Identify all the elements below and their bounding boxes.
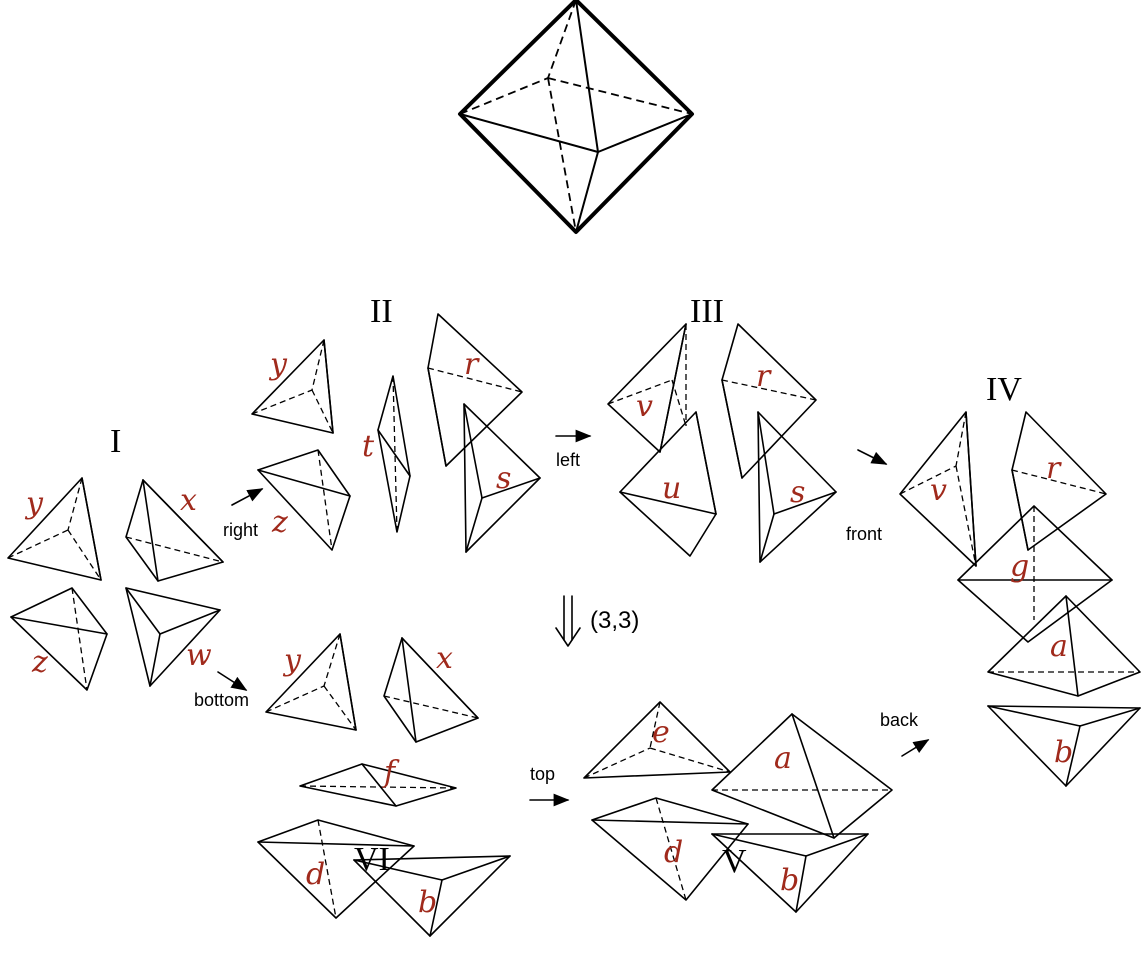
label-III-r: r [756, 359, 772, 394]
piece-V-a: a [711, 713, 893, 839]
stage-III: III v r u s [607, 293, 837, 563]
label-VI-x: x [436, 641, 453, 676]
piece-V-b: b [711, 833, 869, 913]
label-VI-y: y [282, 643, 302, 678]
stage-IV: IV v r g a b [899, 371, 1141, 787]
label-IV-g: g [1010, 549, 1029, 584]
piece-IV-r: r [1011, 411, 1107, 551]
label-V-a: a [774, 741, 792, 776]
label-IV-v: v [930, 473, 947, 508]
stage-VI: VI y x f d [257, 633, 511, 937]
stage-label-V: V [722, 843, 747, 880]
label-III-v: v [636, 389, 653, 424]
piece-III-u: u [619, 411, 717, 557]
label-V-d: d [664, 835, 683, 870]
piece-II-y: y [251, 339, 334, 434]
label-II-s: s [496, 461, 511, 496]
stage-II: II y z t r s [251, 293, 541, 553]
piece-VI-b: b [353, 855, 511, 937]
piece-V-d: d [591, 797, 749, 901]
piece-V-e: e [583, 701, 731, 779]
stage-label-II: II [370, 293, 393, 330]
arrow-right [231, 488, 264, 506]
stage-label-IV: IV [986, 371, 1022, 408]
label-I-w: w [186, 638, 212, 673]
piece-I-y: y [7, 477, 102, 581]
label-IV-r: r [1046, 451, 1062, 486]
arrow-front [857, 449, 888, 465]
piece-VI-f: f [299, 755, 457, 807]
label-II-t: t [362, 429, 375, 464]
step-label-right: right [223, 520, 258, 540]
piece-III-r: r [721, 323, 817, 479]
piece-III-s: s [757, 411, 837, 563]
label-IV-a: a [1050, 629, 1068, 664]
piece-II-t: t [362, 375, 411, 533]
label-I-y: y [24, 486, 44, 521]
label-II-y: y [268, 347, 288, 382]
label-II-z: z [271, 505, 288, 540]
label-III-s: s [790, 475, 805, 510]
piece-VI-y: y [265, 633, 357, 731]
piece-II-r: r [427, 313, 523, 467]
piece-II-s: s [463, 403, 541, 553]
label-V-b: b [780, 863, 799, 898]
label-III-u: u [662, 471, 681, 506]
label-II-r: r [464, 347, 480, 382]
step-label-back: back [880, 710, 919, 730]
arrow-bottom [217, 671, 248, 691]
piece-I-w: w [125, 587, 221, 687]
stage-label-I: I [110, 423, 121, 460]
step-label-front: front [846, 524, 882, 544]
piece-I-z: z [10, 587, 108, 691]
transitions: right left front bottom top back (3,3) [194, 429, 930, 807]
piece-VI-d: d [257, 819, 415, 919]
label-VI-b: b [418, 885, 437, 920]
piece-I-x: x [125, 479, 224, 582]
piece-IV-a: a [987, 595, 1141, 697]
piece-IV-v: v [899, 411, 977, 567]
piece-II-z: z [257, 449, 351, 551]
stage-I: I y x z w [7, 423, 224, 691]
piece-IV-b: b [987, 705, 1141, 787]
arrow-back [901, 739, 930, 757]
octahedron [458, 0, 694, 234]
step-label-bottom: bottom [194, 690, 249, 710]
stage-label-III: III [690, 293, 724, 330]
label-VI-d: d [306, 857, 325, 892]
piece-IV-g: g [957, 505, 1113, 643]
piece-VI-x: x [383, 637, 479, 743]
label-V-e: e [652, 715, 670, 750]
label-IV-b: b [1054, 735, 1073, 770]
step-label-top: top [530, 764, 555, 784]
stage-V: V e a d b [583, 701, 893, 913]
step-label-left: left [556, 450, 580, 470]
operation-label: (3,3) [590, 607, 639, 634]
label-I-x: x [180, 483, 197, 518]
label-I-z: z [31, 645, 48, 680]
double-down-arrow-icon [555, 595, 581, 647]
piece-III-v: v [607, 323, 687, 453]
